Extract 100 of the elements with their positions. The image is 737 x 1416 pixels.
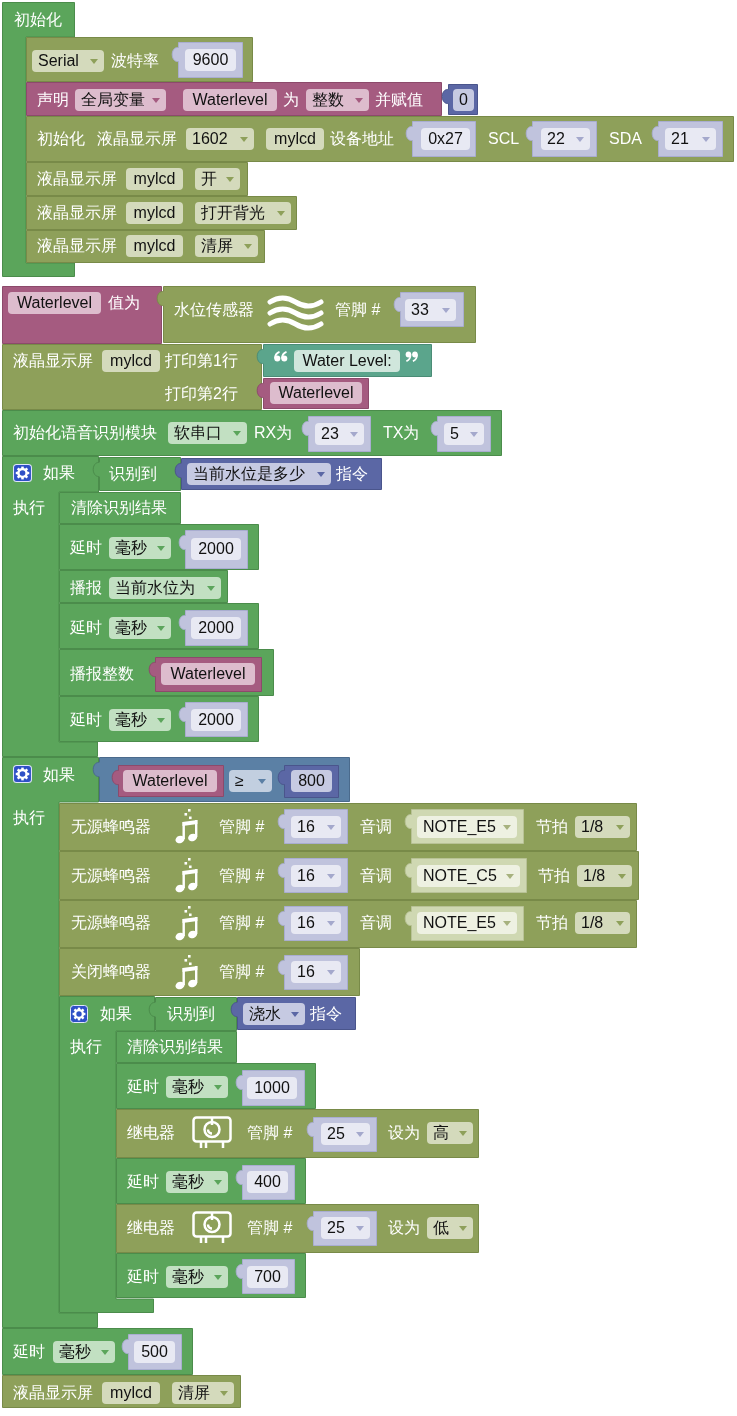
dropdown: 22 (541, 128, 590, 150)
dropdown: NOTE_E5 (417, 816, 517, 838)
variable-field: Waterlevel (270, 382, 362, 404)
dropdown: 毫秒 (166, 1266, 228, 1288)
block-label: 延时 (70, 710, 102, 730)
block-label: 继电器 (127, 1218, 175, 1238)
value-block (174, 458, 382, 490)
variable-field: Waterlevel (8, 292, 101, 314)
dropdown: 毫秒 (109, 537, 171, 559)
name-field: mylcd (126, 235, 183, 257)
block-label: 初始化 (14, 10, 62, 30)
value-block (92, 457, 181, 491)
dropdown: 清屏 (172, 1382, 234, 1404)
block-label: 播报整数 (70, 664, 134, 684)
number-block (178, 610, 248, 646)
dropdown: 1602 (186, 128, 254, 150)
value-block (148, 997, 237, 1031)
block-label: 为 (283, 90, 299, 110)
value-block (306, 1117, 377, 1152)
block-label: 声明 (37, 90, 69, 110)
block-label: 延时 (13, 1342, 45, 1362)
name-field: mylcd (102, 350, 160, 372)
block-label: 关闭蜂鸣器 (71, 962, 151, 982)
number-field: 9600 (185, 49, 236, 71)
block-label: 液晶显示屏 (13, 1383, 93, 1403)
statement-block (59, 524, 259, 570)
dropdown: 21 (665, 128, 716, 150)
dropdown: 16 (291, 816, 341, 838)
number-block (235, 1165, 295, 1200)
block-label: 打印第2行 (165, 384, 238, 404)
block-label: 初始化语音识别模块 (13, 423, 157, 443)
block-label: 播报 (70, 578, 102, 598)
block-label: 管脚 # (219, 817, 265, 837)
value-block (277, 906, 348, 941)
text-field: 0x27 (421, 128, 470, 150)
block-label: 管脚 # (219, 962, 265, 982)
block-label: 音调 (360, 817, 392, 837)
block-label: 继电器 (127, 1123, 175, 1143)
dropdown: 毫秒 (109, 709, 171, 731)
variable-field: Waterlevel (161, 663, 255, 685)
block-label: 识别到 (167, 1004, 215, 1024)
block-label: RX为 (254, 423, 293, 443)
block-label: 指令 (336, 464, 368, 484)
statement-block (59, 803, 637, 851)
text-block (256, 344, 432, 377)
block-label: 清除识别结果 (127, 1037, 223, 1057)
statement-block (2, 1375, 241, 1408)
block-label: TX为 (383, 423, 420, 443)
number-block (441, 84, 478, 115)
statement-block (116, 1204, 479, 1253)
block-label: 延时 (127, 1172, 159, 1192)
block-label: 管脚 # (335, 300, 381, 320)
number-field: 500 (134, 1341, 175, 1363)
dropdown: 1/8 (575, 912, 630, 934)
number-block (171, 42, 243, 78)
block-label: 执行 (70, 1037, 102, 1057)
dropdown: 毫秒 (166, 1076, 228, 1098)
block-label: 延时 (70, 618, 102, 638)
dropdown: 低 (427, 1217, 473, 1239)
block-label: SDA (609, 129, 642, 149)
dropdown: 软串口 (168, 422, 247, 444)
block-label: 水位传感器 (174, 300, 254, 320)
block-label: 节拍 (538, 866, 570, 886)
dropdown: 5 (444, 423, 484, 445)
dropdown: ≥ (229, 770, 272, 792)
statement-block (59, 570, 228, 603)
value-block (405, 121, 476, 157)
number-block (121, 1334, 182, 1370)
block-label: 节拍 (536, 817, 568, 837)
statement-block (59, 948, 360, 996)
statement-block (116, 1109, 479, 1158)
block-label: 并赋值 (375, 90, 423, 110)
dropdown: 16 (291, 961, 341, 983)
block-label: 液晶显示屏 (13, 351, 93, 371)
number-field: 2000 (191, 617, 241, 639)
value-block (404, 809, 524, 844)
number-field: 2000 (191, 538, 241, 560)
value-block (306, 1211, 377, 1246)
statement-block (59, 492, 181, 524)
block-label: 波特率 (111, 51, 159, 71)
dropdown: 全局变量 (75, 89, 166, 111)
block-label: 管脚 # (219, 913, 265, 933)
block-label: 如果 (43, 463, 75, 483)
block-label: 指令 (310, 1004, 342, 1024)
dropdown: 1/8 (577, 865, 632, 887)
block-label: 设为 (388, 1123, 420, 1143)
block-label: 延时 (127, 1077, 159, 1097)
dropdown: 打开背光 (195, 202, 291, 224)
name-field: mylcd (126, 202, 183, 224)
statement-block (26, 37, 253, 82)
block-label: 延时 (127, 1267, 159, 1287)
statement-block (2, 286, 162, 344)
number-block (235, 1070, 305, 1106)
block-label: 初始化 (37, 129, 85, 149)
name-field: mylcd (102, 1382, 160, 1404)
statement-block (59, 851, 639, 900)
dropdown: 高 (427, 1122, 473, 1144)
number-field: 1000 (247, 1077, 297, 1099)
value-block (301, 416, 371, 452)
block-label: 管脚 # (247, 1218, 293, 1238)
